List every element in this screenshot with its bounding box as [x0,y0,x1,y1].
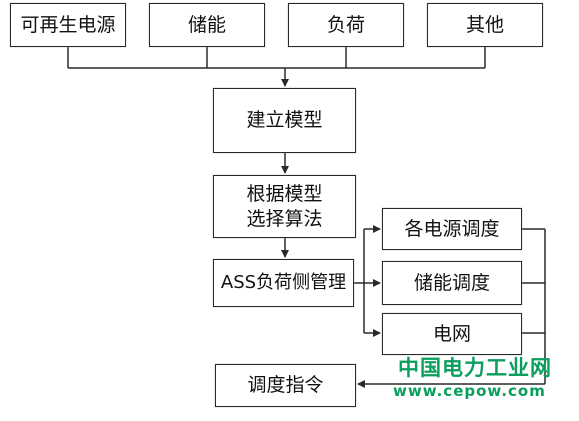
dispatch-command-box: 调度指令 [215,364,356,407]
input-other-label: 其他 [465,13,504,36]
input-load-label: 负荷 [326,13,365,36]
input-storage-label: 储能 [187,13,226,36]
dispatch-command-label: 调度指令 [247,374,324,397]
watermark-name: 中国电力工业网 [398,356,552,380]
input-renewable-label: 可再生电源 [20,13,116,36]
storage-dispatch-box: 储能调度 [382,261,522,305]
watermark-url: www.cepow.com [393,382,546,400]
power-sources-dispatch-box: 各电源调度 [382,208,522,250]
storage-dispatch-label: 储能调度 [413,271,490,294]
select-algorithm-line2: 选择算法 [246,207,323,230]
input-other-box: 其他 [427,3,543,47]
build-model-box: 建立模型 [213,88,356,153]
grid-box: 电网 [382,313,522,355]
select-algorithm-box: 根据模型 选择算法 [213,175,356,238]
input-storage-box: 储能 [149,3,265,47]
grid-label: 电网 [432,322,471,345]
input-load-box: 负荷 [288,3,404,47]
build-model-label: 建立模型 [246,109,323,132]
ass-load-side-box: ASS负荷侧管理 [213,259,354,307]
power-sources-dispatch-label: 各电源调度 [404,217,500,240]
ass-load-side-label: ASS负荷侧管理 [220,272,347,294]
select-algorithm-line1: 根据模型 [246,182,323,205]
input-renewable-box: 可再生电源 [10,3,126,47]
